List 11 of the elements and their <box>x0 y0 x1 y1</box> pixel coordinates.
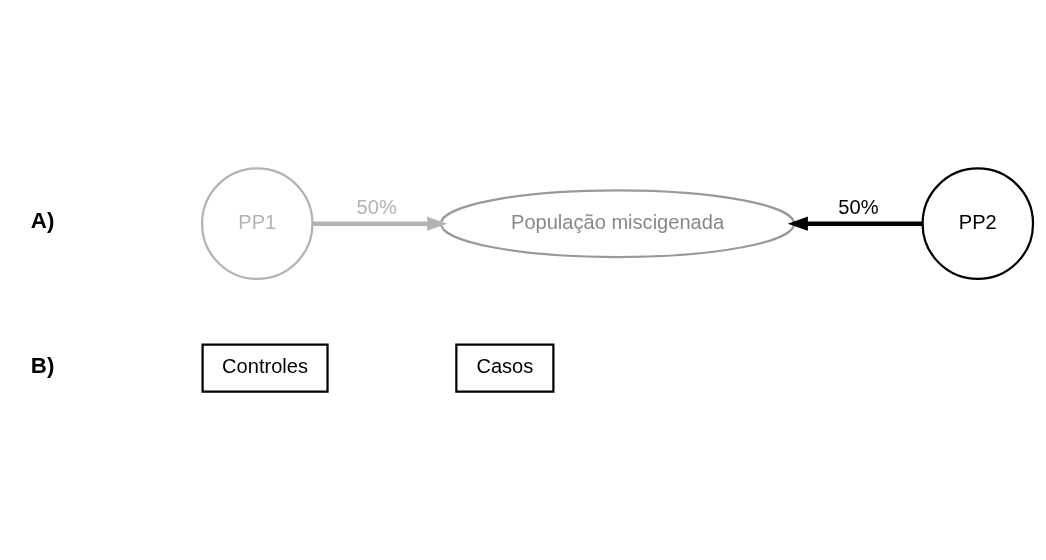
label: A) <box>30 208 55 234</box>
edge-label: 50% <box>356 196 397 219</box>
arrow <box>787 216 923 231</box>
node-box: Casos <box>455 343 555 393</box>
node-ellipse: População miscigenada <box>439 189 796 259</box>
label: B) <box>30 352 55 378</box>
edge-label: 50% <box>838 196 879 219</box>
arrow <box>312 216 448 231</box>
node-circle: PP2 <box>921 167 1035 280</box>
node-circle: PP1 <box>200 167 314 280</box>
node-box: Controles <box>201 343 329 393</box>
